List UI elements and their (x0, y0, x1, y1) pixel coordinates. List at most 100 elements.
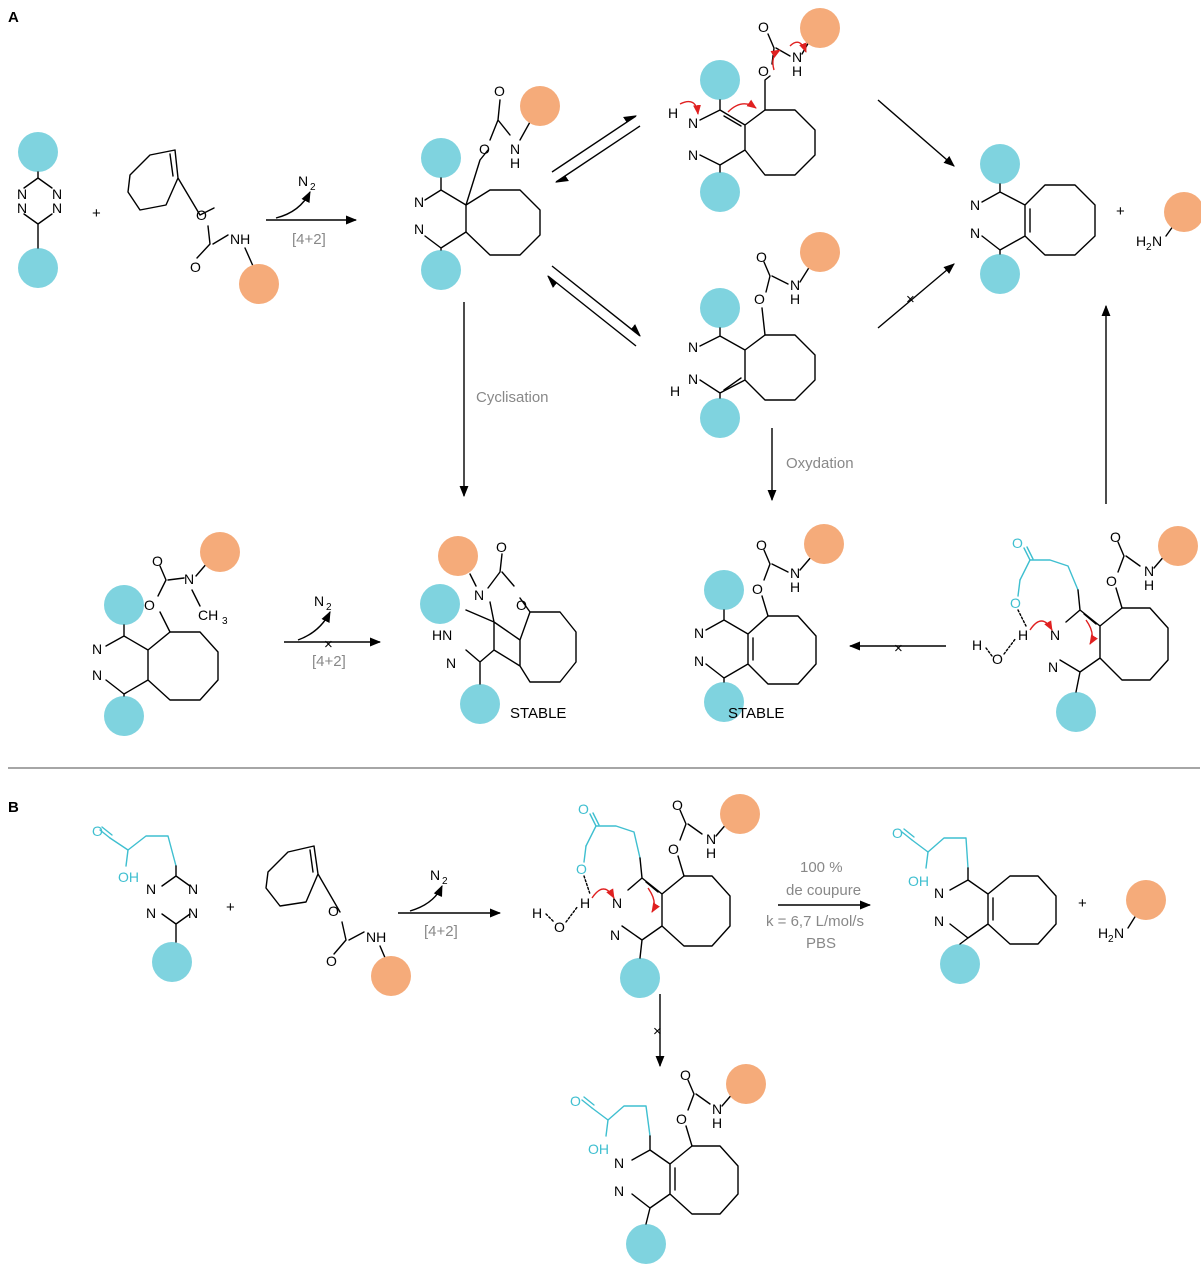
atom-label: O (516, 597, 527, 613)
substituent-circle-cyan (704, 570, 744, 610)
substituent-circle-cyan (704, 682, 744, 722)
atom-label: N (712, 1101, 722, 1117)
atom-label: 2 (442, 876, 448, 887)
atom-label: O (92, 823, 103, 839)
panel-label-a: A (8, 9, 19, 26)
atom-label: N (1152, 233, 1162, 249)
atom-label: O (754, 291, 765, 307)
atom-label: O (328, 903, 339, 919)
atom-label: HN (432, 627, 452, 643)
atom-label: N (430, 867, 440, 883)
atom-label: O (752, 581, 763, 597)
panel-label-b: B (8, 799, 19, 816)
atom-label: N (792, 49, 802, 65)
atom-label: 2 (326, 602, 332, 613)
substituent-circle-orange (1164, 192, 1201, 232)
atom-label: O (196, 207, 207, 223)
substituent-circle-cyan (980, 144, 1020, 184)
substituent-circle-orange (438, 536, 478, 576)
substituent-circle-cyan (420, 584, 460, 624)
atom-label: N (612, 895, 622, 911)
atom-label: OH (908, 873, 929, 889)
plus-sign: + (1116, 203, 1125, 220)
atom-label: H (790, 291, 800, 307)
atom-label: N (414, 194, 424, 210)
atom-label: N (52, 186, 62, 202)
atom-label: N (688, 371, 698, 387)
cross-mark: × (324, 636, 333, 653)
atom-label: N (146, 905, 156, 921)
atom-label: O (1012, 535, 1023, 551)
tco-carbamate-reactant: O O NH (127, 149, 279, 304)
atom-label: N (614, 1183, 624, 1199)
condition-label: PBS (806, 935, 836, 952)
released-pyridazine: N N (970, 144, 1096, 294)
arrow-release-lower-blocked: × (877, 263, 955, 329)
atom-label: O (892, 825, 903, 841)
substituent-circle-orange (371, 956, 411, 996)
atom-label: N (184, 571, 194, 587)
equilibrium-arrows-lower (547, 265, 641, 347)
atom-label: N (446, 655, 456, 671)
plus-sign: + (92, 205, 101, 222)
substituent-circle-cyan (626, 1224, 666, 1264)
atom-label: N (314, 593, 324, 609)
substituent-circle-orange (720, 794, 760, 834)
stable-label: STABLE (510, 705, 566, 722)
arrow-oxydation: Oxydation (767, 428, 854, 502)
atom-label: N (146, 881, 156, 897)
atom-label: H (670, 383, 680, 399)
condition-label: k = 6,7 L/mol/s (766, 913, 864, 930)
atom-label: N (694, 625, 704, 641)
atom-label: O (672, 797, 683, 813)
substituent-circle-cyan (18, 248, 58, 288)
condition-label: 100 % (800, 859, 843, 876)
atom-label: H (790, 579, 800, 595)
substituent-circle-cyan (700, 172, 740, 212)
atom-label: N (614, 1155, 624, 1171)
atom-label: N (970, 197, 980, 213)
arrow-cleavage: 100 % de coupure k = 6,7 L/mol/s PBS (766, 859, 872, 952)
atom-label: O (756, 537, 767, 553)
atom-label: O (479, 141, 490, 157)
atom-label: N (188, 881, 198, 897)
stable-label: STABLE (728, 705, 784, 722)
atom-label: H (580, 895, 590, 911)
atom-label: N (934, 885, 944, 901)
arrow-label: [4+2] (424, 923, 458, 940)
arrow-label: [4+2] (312, 653, 346, 670)
atom-label: O (668, 841, 679, 857)
condition-label: de coupure (786, 882, 861, 899)
arrow-release-upper (877, 99, 955, 167)
atom-label: O (680, 1067, 691, 1083)
atom-label: N (688, 147, 698, 163)
atom-label: O (758, 19, 769, 35)
substituent-circle-orange (239, 264, 279, 304)
atom-label: N (92, 667, 102, 683)
atom-label: H (792, 63, 802, 79)
atom-label: N (1144, 563, 1154, 579)
atom-label: O (758, 63, 769, 79)
arrow-da-blocked: N 2 × [4+2] (284, 593, 382, 670)
atom-label: O (756, 249, 767, 265)
atom-label: N (790, 277, 800, 293)
acid-assisted-intermediate-b: O O N N H H O O O N H (532, 794, 760, 998)
tetrazine-reactant: N N N N (17, 132, 62, 288)
atom-label: N (1050, 627, 1060, 643)
substituent-circle-cyan (700, 288, 740, 328)
substituent-circle-orange (1126, 880, 1166, 920)
arrow-label: Cyclisation (476, 389, 549, 406)
substituent-circle-cyan (700, 60, 740, 100)
atom-label: O (496, 539, 507, 555)
atom-label: O (676, 1111, 687, 1127)
atom-label: O (152, 553, 163, 569)
upper-tautomer-elimination: N H N O O N H (668, 8, 840, 212)
atom-label: H (706, 845, 716, 861)
acid-assisted-intermediate-a: O O N N H H O O O N H (972, 526, 1198, 732)
atom-label: N (510, 141, 520, 157)
substituent-circle-cyan (620, 958, 660, 998)
atom-label: O (576, 861, 587, 877)
released-amine-b: H 2 N (1098, 880, 1166, 945)
atom-label: H (668, 105, 678, 121)
